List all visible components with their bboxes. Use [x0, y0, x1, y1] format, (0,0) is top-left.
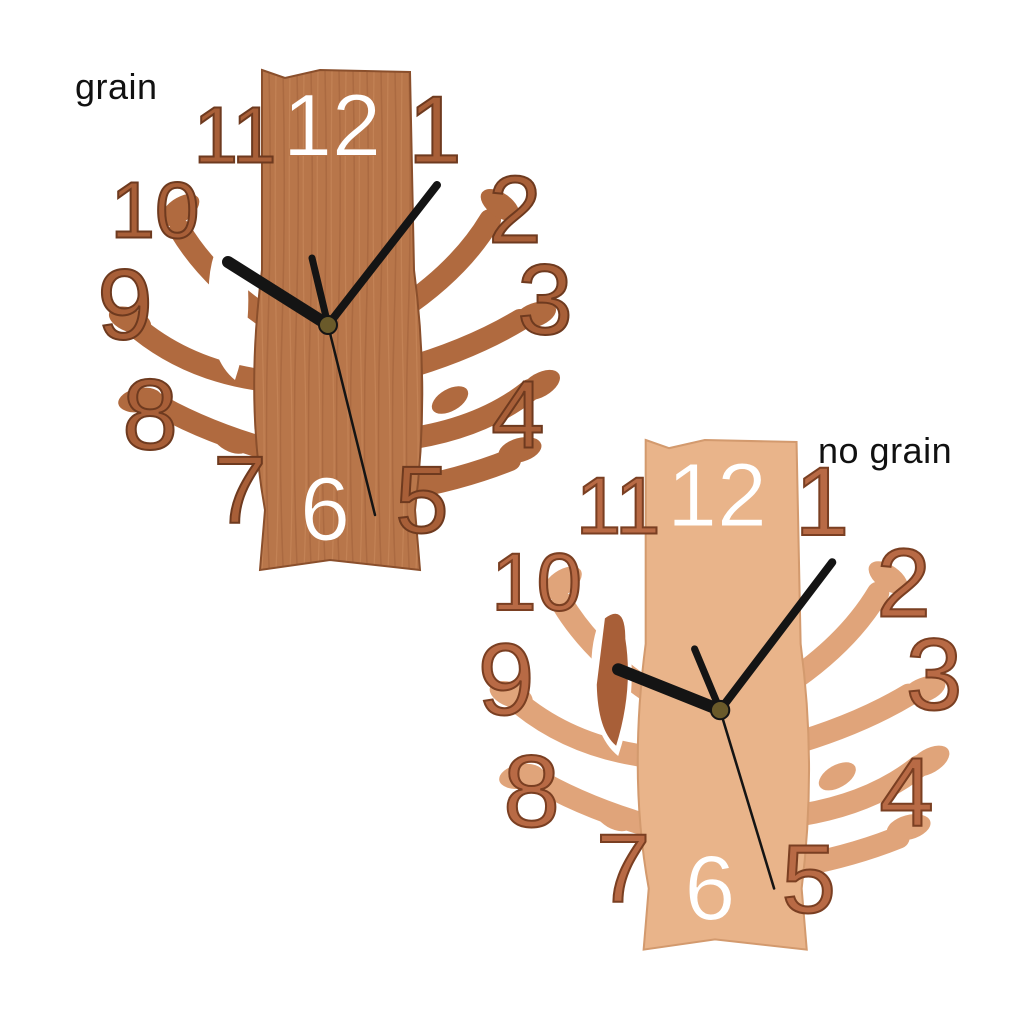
numeral-7: 7	[213, 437, 266, 544]
numeral-10: 10	[111, 166, 200, 255]
numeral-7: 7	[596, 813, 650, 923]
numeral-12: 12	[667, 446, 767, 546]
numeral-1: 1	[795, 446, 849, 556]
minute-hand	[324, 181, 441, 329]
numeral-3: 3	[906, 617, 963, 731]
tree-no-grain	[489, 438, 950, 951]
numeral-5: 5	[395, 447, 448, 554]
numeral-1: 1	[408, 77, 461, 184]
minute-hand	[716, 558, 837, 715]
second-hand	[718, 708, 776, 890]
numeral-11: 11	[193, 91, 276, 180]
numeral-3: 3	[517, 244, 573, 356]
numeral-4: 4	[879, 737, 933, 847]
tree-grain	[108, 68, 560, 572]
numeral-5: 5	[782, 823, 836, 933]
numeral-2: 2	[488, 157, 541, 264]
numeral-12: 12	[283, 76, 381, 175]
numeral-6: 6	[684, 837, 735, 939]
numeral-2: 2	[876, 528, 930, 638]
hand-pivot	[709, 699, 731, 721]
clock-grain: 12 1 2 3 4 5 6 7 8 9 10 11	[96, 68, 574, 572]
numeral-9: 9	[97, 249, 153, 361]
numeral-9: 9	[478, 623, 535, 737]
hour-hand	[612, 663, 727, 717]
numeral-8: 8	[122, 359, 178, 471]
numerals-no-grain: 12 1 2 3 4 5 6 7 8 9 10 11	[477, 445, 964, 940]
hand-pivot	[318, 315, 338, 335]
short-hand	[308, 254, 332, 329]
clock-hands-grain	[222, 181, 441, 517]
caption-no-grain: no grain	[818, 430, 953, 471]
numeral-6: 6	[300, 460, 350, 560]
numeral-4: 4	[491, 362, 544, 469]
numerals-grain: 12 1 2 3 4 5 6 7 8 9 10 11	[96, 75, 574, 561]
clock-no-grain: 12 1 2 3 4 5 6 7 8 9 10 11	[477, 438, 964, 951]
numeral-10: 10	[491, 537, 582, 628]
short-hand	[691, 645, 724, 714]
second-hand	[326, 323, 377, 517]
numeral-11: 11	[576, 461, 661, 552]
clock-hands-no-grain	[612, 558, 837, 890]
caption-grain: grain	[75, 66, 158, 107]
hour-hand	[222, 256, 334, 331]
numeral-8: 8	[503, 735, 560, 849]
